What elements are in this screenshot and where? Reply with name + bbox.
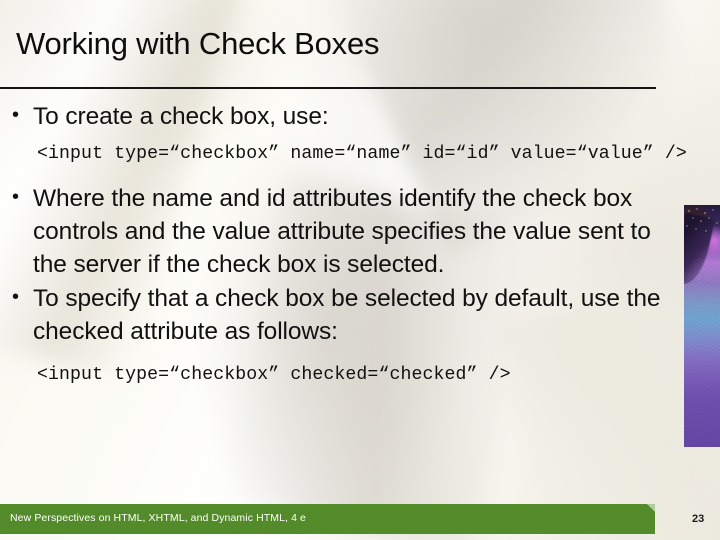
- title-divider: [0, 87, 656, 89]
- bullet-item: Where the name and id attributes identif…: [0, 181, 690, 281]
- bullet-item: To create a check box, use:: [0, 99, 690, 133]
- footer-bar: [0, 504, 655, 534]
- slide-title: Working with Check Boxes: [16, 26, 380, 61]
- iris-texture-grain: [684, 205, 720, 447]
- slide-body: To create a check box, use: <input type=…: [0, 98, 690, 387]
- code-snippet: <input type=“checkbox” checked=“checked”…: [37, 365, 511, 385]
- iris-flower-image: [684, 205, 720, 447]
- code-snippet: <input type=“checkbox” name=“name” id=“i…: [37, 144, 687, 164]
- iris-stamen-speckles: [684, 205, 720, 247]
- slide-number: 23: [692, 513, 705, 525]
- bullet-item: To specify that a check box be selected …: [0, 281, 690, 348]
- footer-attribution: New Perspectives on HTML, XHTML, and Dyn…: [10, 512, 306, 524]
